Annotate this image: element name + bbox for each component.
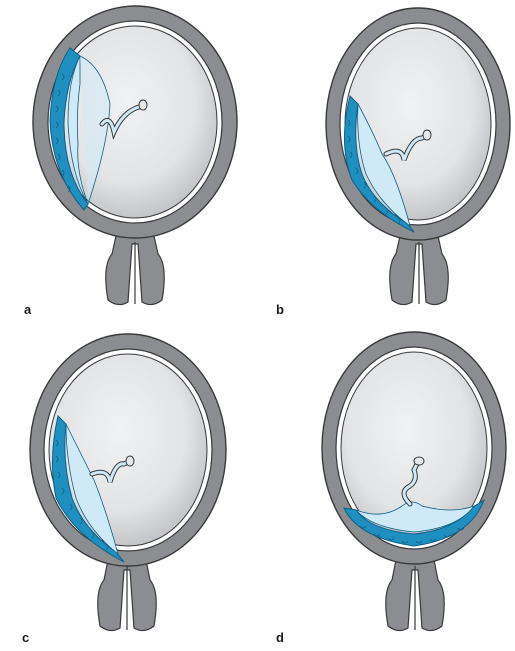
panel-label-a: a: [24, 302, 31, 317]
panel-label-d: d: [276, 630, 284, 645]
panel-a: a: [18, 4, 268, 324]
panel-label-c: c: [22, 630, 29, 645]
uterus-diagram-d: [262, 330, 512, 650]
uterus-diagram-b: [262, 4, 512, 324]
panel-b: b: [262, 4, 512, 324]
panel-d: d: [262, 330, 512, 650]
uterus-diagram-a: [18, 4, 268, 324]
uterus-diagram-c: [18, 330, 268, 650]
panel-label-b: b: [276, 302, 284, 317]
panel-c: c: [18, 330, 268, 650]
